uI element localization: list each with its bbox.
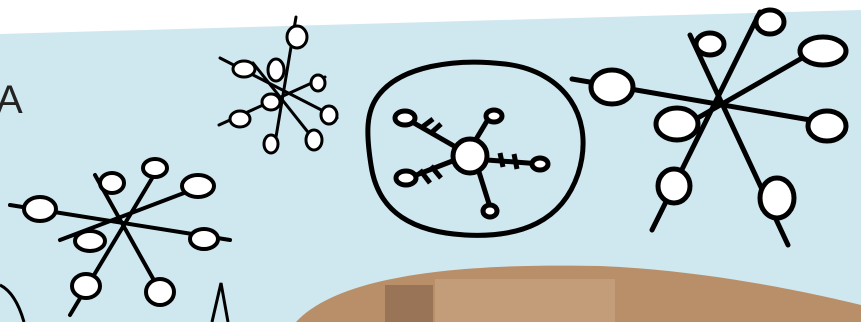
photo-shadow-band — [385, 285, 433, 322]
snowflake-icon-large-right — [569, 7, 849, 248]
bottom-left-ink-peak — [210, 282, 230, 322]
snowflake-icon-small-top — [217, 15, 339, 155]
snowflake-icon-framed — [365, 59, 586, 238]
snowflake-icon-bottom-left — [8, 157, 232, 317]
edge-letter: A — [0, 78, 23, 122]
left-ink-curve — [0, 283, 26, 322]
photo-arch — [296, 265, 861, 322]
photo-light-band — [435, 279, 615, 322]
